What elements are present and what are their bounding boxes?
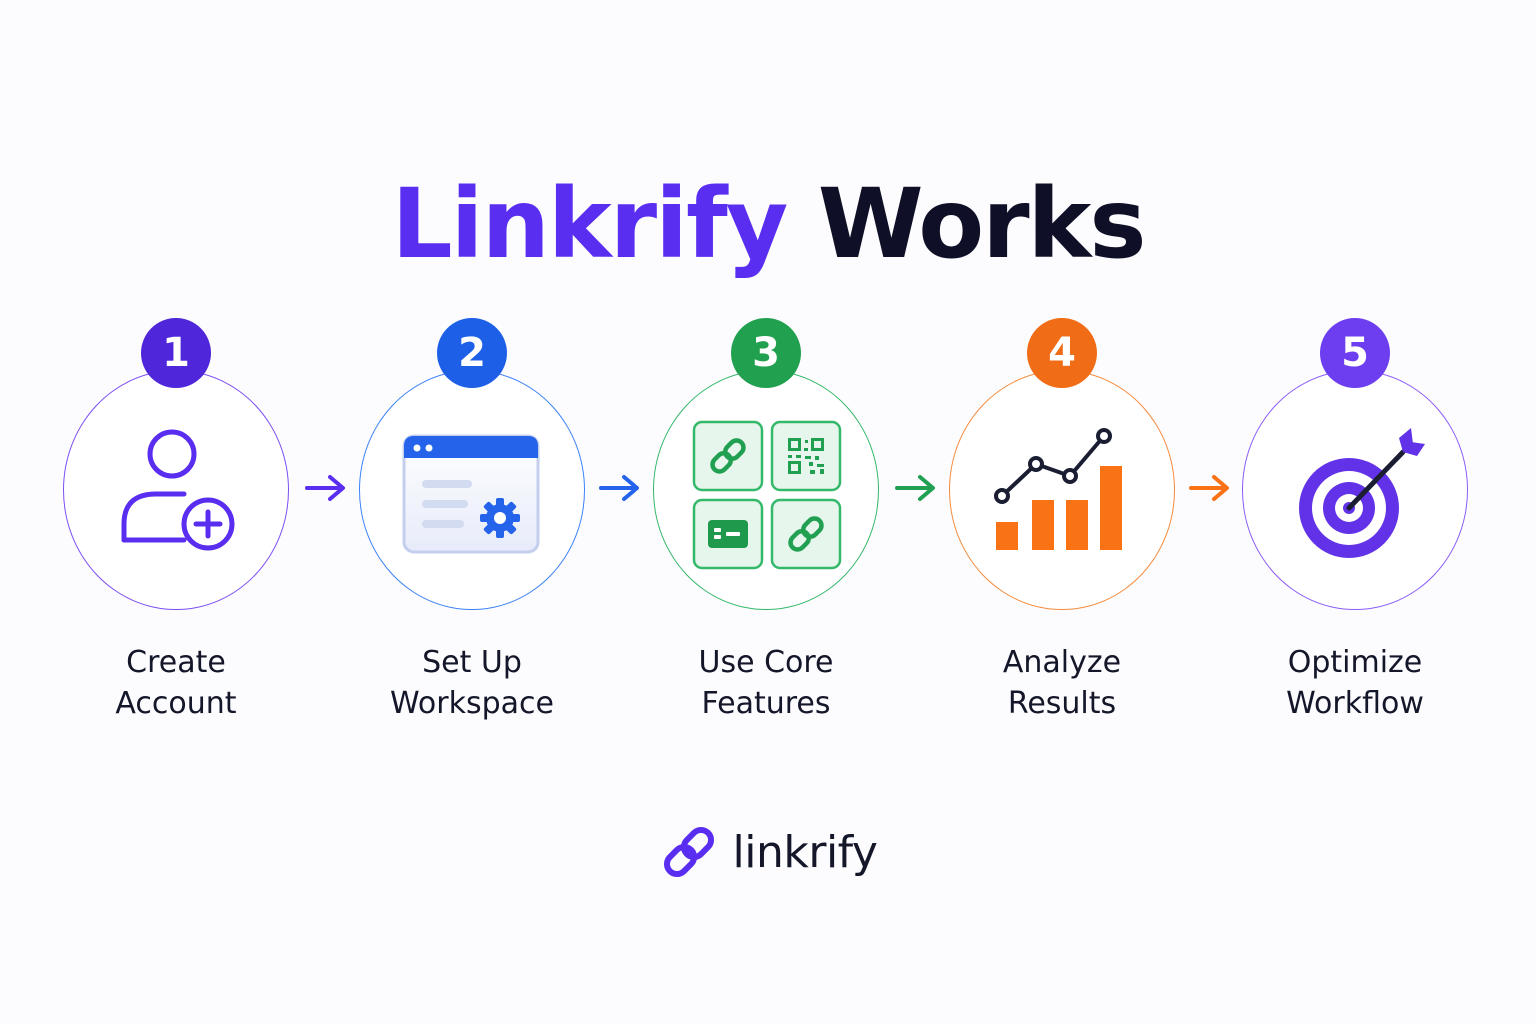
step-optimize-workflow: 5 Optimize Workflow bbox=[1237, 318, 1477, 721]
features-grid-icon bbox=[692, 420, 842, 570]
target-icon bbox=[1285, 428, 1425, 568]
step-ring bbox=[63, 370, 289, 610]
analytics-chart-icon bbox=[992, 428, 1132, 568]
step-number-badge: 1 bbox=[141, 318, 211, 388]
step-label-line1: Use Core bbox=[698, 645, 834, 680]
step-label: Optimize Workflow bbox=[1237, 642, 1473, 724]
step-ring bbox=[949, 370, 1175, 610]
step-use-core-features: 3 bbox=[648, 318, 888, 721]
arrow-right-icon bbox=[599, 475, 639, 501]
title-brand: Linkrify bbox=[391, 168, 788, 281]
step-label-line1: Analyze bbox=[1002, 645, 1122, 680]
step-label-line1: Set Up bbox=[422, 645, 522, 680]
arrow-right-icon bbox=[1189, 475, 1229, 501]
step-label-line2: Results bbox=[1007, 686, 1117, 721]
step-label: Set Up Workspace bbox=[354, 642, 590, 724]
arrow-right-icon bbox=[305, 475, 345, 501]
step-set-up-workspace: 2 Set Up Workspace bbox=[354, 318, 594, 721]
workspace-settings-icon bbox=[402, 428, 542, 568]
footer-wordmark: linkrify bbox=[732, 826, 878, 878]
step-number-badge: 5 bbox=[1320, 318, 1390, 388]
step-label-line2: Account bbox=[115, 686, 237, 721]
link-icon bbox=[663, 826, 714, 878]
step-number-badge: 4 bbox=[1027, 318, 1097, 388]
title-rest: Works bbox=[817, 168, 1147, 281]
step-label-line1: Create bbox=[126, 645, 226, 680]
page-title: Linkrify Works bbox=[0, 176, 1536, 272]
add-user-icon bbox=[106, 428, 246, 568]
step-label: Create Account bbox=[58, 642, 294, 724]
step-number-badge: 2 bbox=[437, 318, 507, 388]
step-create-account: 1 Create Account bbox=[58, 318, 298, 721]
step-label-line1: Optimize bbox=[1287, 645, 1423, 680]
step-label: Use Core Features bbox=[648, 642, 884, 724]
step-number-badge: 3 bbox=[731, 318, 801, 388]
step-label-line2: Workflow bbox=[1286, 686, 1424, 721]
arrow-right-icon bbox=[895, 475, 935, 501]
step-label: Analyze Results bbox=[944, 642, 1180, 724]
step-analyze-results: 4 Analyze Results bbox=[944, 318, 1184, 721]
step-label-line2: Workspace bbox=[390, 686, 554, 721]
step-label-line2: Features bbox=[701, 686, 831, 721]
footer-logo: linkrify bbox=[0, 822, 1536, 882]
